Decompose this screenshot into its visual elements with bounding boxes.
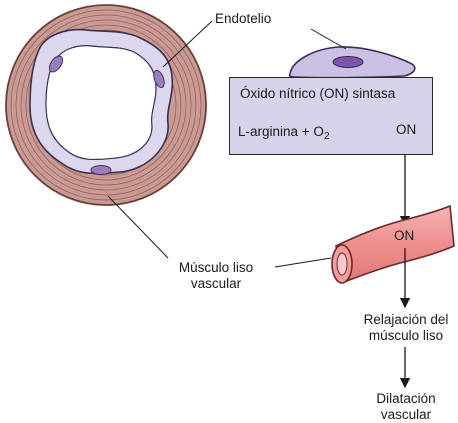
- muscle-vessel-tube: [331, 204, 455, 284]
- reaction-row: L-arginina + O2: [238, 124, 330, 142]
- musculo-leader-vessel: [107, 195, 169, 259]
- nos-box: Óxido nítrico (ON) sintasa L-arginina + …: [229, 77, 433, 155]
- endotelio-leader-vessel: [162, 20, 213, 68]
- endothelial-nuclei: [48, 55, 165, 175]
- vessel-no-label: ON: [394, 228, 415, 243]
- reactant-text: L-arginina + O: [238, 124, 324, 139]
- musculo-leader-tube: [274, 257, 332, 268]
- musculo-line1: Músculo liso: [178, 260, 254, 275]
- musculo-line2: vascular: [190, 276, 242, 291]
- relajacion-label: Relajación del músculo liso: [352, 312, 458, 344]
- relajacion-line1: Relajación del: [363, 312, 449, 327]
- dilatacion-line2: vascular: [380, 407, 432, 422]
- dilatacion-label: Dilatación vascular: [360, 391, 452, 423]
- lumen: [45, 45, 157, 161]
- product-label: ON: [396, 122, 417, 137]
- endothelial-cell: [288, 46, 416, 79]
- relajacion-line2: músculo liso: [368, 328, 444, 343]
- musculo-liso-label: Músculo liso vascular: [168, 260, 264, 292]
- vessel-cross-section: [5, 4, 207, 206]
- endotelio-label: Endotelio: [215, 11, 272, 26]
- endotelio-leader: [310, 28, 347, 50]
- dilatacion-line1: Dilatación: [376, 391, 436, 406]
- nos-box-title: Óxido nítrico (ON) sintasa: [240, 86, 396, 101]
- reactant-subscript: 2: [323, 131, 330, 142]
